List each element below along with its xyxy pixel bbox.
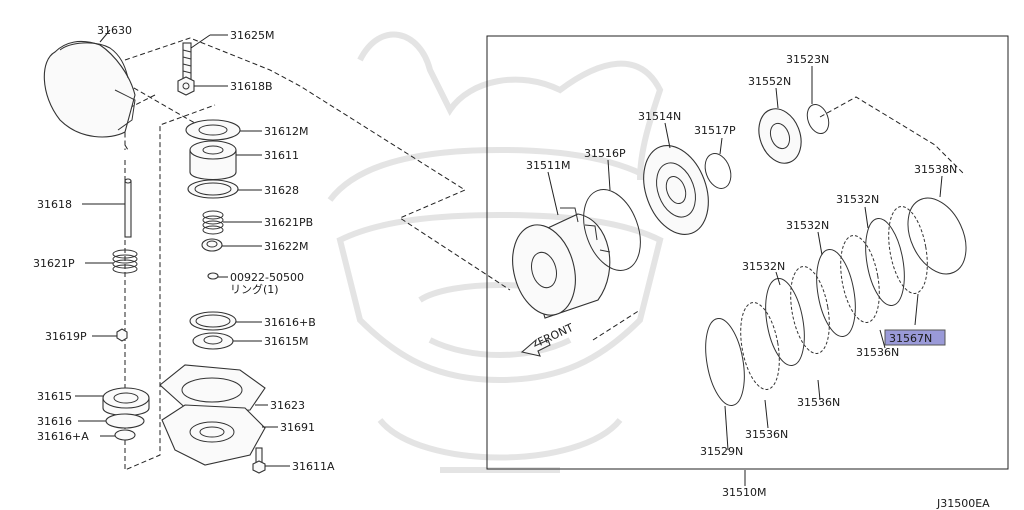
clutch-pack [705,206,928,406]
label-31615M[interactable]: 31615M [264,335,308,348]
ring-00922-50500 [207,272,219,280]
seal-31616A [114,429,136,441]
label-31623[interactable]: 31623 [270,399,305,412]
snapring-31523N [806,103,830,135]
label-31532N-b[interactable]: 31532N [786,219,829,232]
watermark-emblem [327,31,683,473]
label-31517P[interactable]: 31517P [694,124,736,137]
bolt-31611A [252,447,266,474]
label-31567N[interactable]: 31567N [889,332,932,345]
left-labels: 31630 31625M 31618B 31612M 31611 31628 3… [33,24,335,473]
cover-31691 [161,404,266,466]
band-31630 [43,40,136,138]
bolt-31625M [182,42,192,80]
label-31621PB[interactable]: 31621PB [264,216,313,229]
label-31622M[interactable]: 31622M [264,240,308,253]
washer-31552N [758,108,802,164]
label-00922-50500[interactable]: 00922-50500 [230,271,304,284]
diagram-code: J31500EA [936,497,990,510]
ring-31628 [187,179,239,199]
spring-31621PB [202,210,224,235]
label-31621P[interactable]: 31621P [33,257,75,270]
seal-31616 [105,413,145,429]
nut-31618B [177,76,195,96]
retainer-31622M [201,238,223,252]
label-31536N-c[interactable]: 31536N [745,428,788,441]
label-31552N[interactable]: 31552N [748,75,791,88]
piston-31514N [643,145,709,235]
leader-lines [724,206,919,486]
piston-31615 [102,387,150,416]
label-31532N-c[interactable]: 31532N [742,260,785,273]
label-31630[interactable]: 31630 [97,24,132,37]
label-31536N-b[interactable]: 31536N [797,396,840,409]
label-ring-note: リング(1) [230,282,279,296]
rod-31618 [124,178,132,238]
drum-31511M [512,207,611,319]
label-31618[interactable]: 31618 [37,198,72,211]
label-31618B[interactable]: 31618B [230,80,273,93]
label-31616[interactable]: 31616 [37,415,72,428]
seal-31612M [185,119,241,141]
nut-31619P [116,328,128,342]
label-31514N[interactable]: 31514N [638,110,681,123]
label-31567N-highlight [884,329,946,346]
label-31628[interactable]: 31628 [264,184,299,197]
label-31511M[interactable]: 31511M [526,159,570,172]
label-31691[interactable]: 31691 [280,421,315,434]
label-31616A[interactable]: 31616+A [37,430,89,443]
label-31536N-a[interactable]: 31536N [856,346,899,359]
oring-31517P [704,153,732,189]
front-arrow-icon [520,338,551,357]
gasket-31623 [159,364,266,413]
label-31625M[interactable]: 31625M [230,29,274,42]
assembly-frame [486,35,1009,470]
label-31523N[interactable]: 31523N [786,53,829,66]
label-31611[interactable]: 31611 [264,149,299,162]
piston-31615M [192,332,234,350]
label-31529N[interactable]: 31529N [700,445,743,458]
piston-31611 [189,140,237,180]
label-31611A[interactable]: 31611A [292,460,335,473]
label-31532N-a[interactable]: 31532N [836,193,879,206]
label-31619P[interactable]: 31619P [45,330,87,343]
snapring-31538N [907,197,967,275]
label-31516P[interactable]: 31516P [584,147,626,160]
label-31615[interactable]: 31615 [37,390,72,403]
label-31510M[interactable]: 31510M [722,486,766,499]
ring-31516P [583,189,641,271]
label-31538N[interactable]: 31538N [914,163,957,176]
seal-31616B [189,311,237,331]
spring-31621P [112,249,138,274]
label-31612M[interactable]: 31612M [264,125,308,138]
label-31616B[interactable]: 31616+B [264,316,316,329]
